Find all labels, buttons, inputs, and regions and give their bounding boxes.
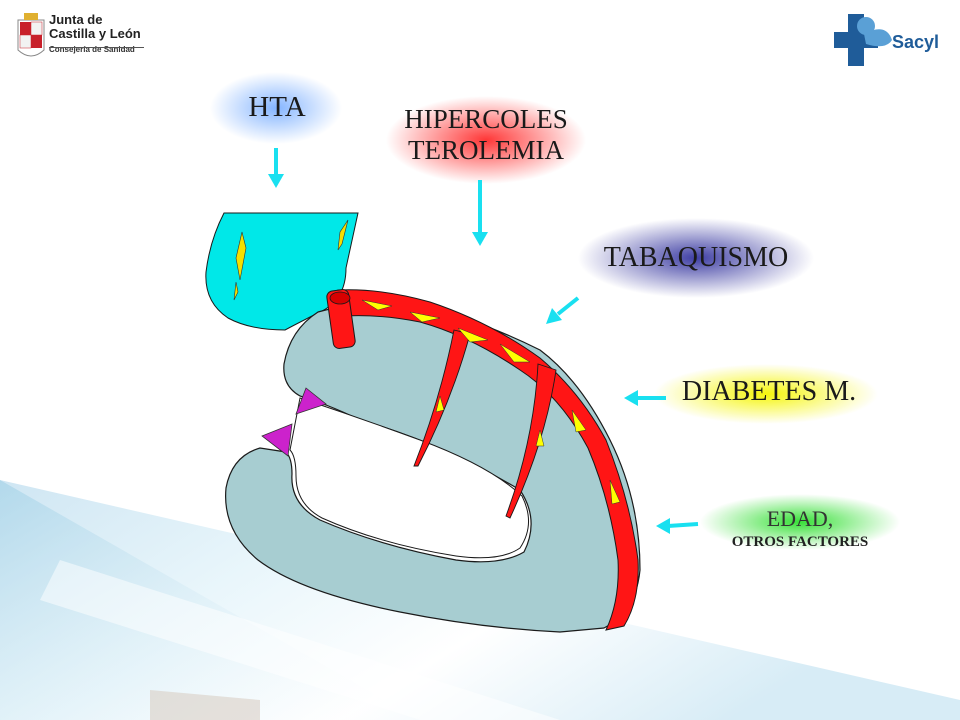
diabetes-glow [654,364,878,424]
logo-left-line2: Castilla y León [49,26,141,41]
sacyl-cross-icon [834,14,892,66]
label-diabetes: DIABETES M. [664,376,874,408]
label-tabaquismo: TABAQUISMO [586,242,806,274]
label-hta-text: HTA [248,91,306,123]
arrow-edad [656,518,699,534]
label-hipercolesterolemia-line1: HIPERCOLES [404,104,568,134]
label-edad-line1: EDAD, [766,506,834,531]
ostium-opening [329,291,351,305]
edad-glow [700,494,900,550]
coronary-branch-1 [413,329,471,467]
arrow-hipercolesterolemia [472,180,488,246]
aorta-highlight-3 [233,281,239,301]
logo-left-line3: Consejería de Sanidad [49,45,135,54]
arrow-hta [268,148,284,188]
coat-of-arms-icon [14,10,150,72]
coronary-branch-2 [505,363,557,519]
label-edad-line2: OTROS FACTORES [731,534,869,551]
plaque-7 [435,395,445,413]
valve-upper [295,387,327,415]
label-diabetes-text: DIABETES M. [681,376,857,407]
plaque-2 [409,311,441,323]
logo-left-divider [49,47,144,48]
plaque-3 [457,327,489,343]
label-hipercolesterolemia-line2: TEROLEMIA [408,135,564,166]
ventricle-cavity [289,397,529,559]
plaque-1 [361,299,393,311]
sacyl-name: Sacyl [892,32,940,52]
coronary-ostium [326,289,356,349]
plaque-5 [571,409,587,433]
arrow-tabaquismo [546,296,580,324]
hipercolesterolemia-glow [386,96,586,184]
logo-left-line1: Junta de [49,12,103,27]
plaque-4 [499,343,531,363]
coronary-artery-main [337,289,639,631]
label-hipercolesterolemia: HIPERCOLES TEROLEMIA [376,104,596,166]
plaque-6 [609,479,621,505]
aorta-highlight-1 [235,231,247,281]
plaque-8 [535,429,545,447]
aorta-highlight-2 [337,219,349,251]
hta-glow [210,72,342,144]
tabaquismo-glow [578,218,814,298]
label-tabaquismo-text: TABAQUISMO [603,242,789,273]
label-edad: EDAD, OTROS FACTORES [700,506,900,552]
valve-lower [261,423,293,457]
logo-left-text: Junta de Castilla y León Consejería de S… [49,13,141,54]
label-hta: HTA [232,91,322,124]
arrow-diabetes [624,390,666,406]
